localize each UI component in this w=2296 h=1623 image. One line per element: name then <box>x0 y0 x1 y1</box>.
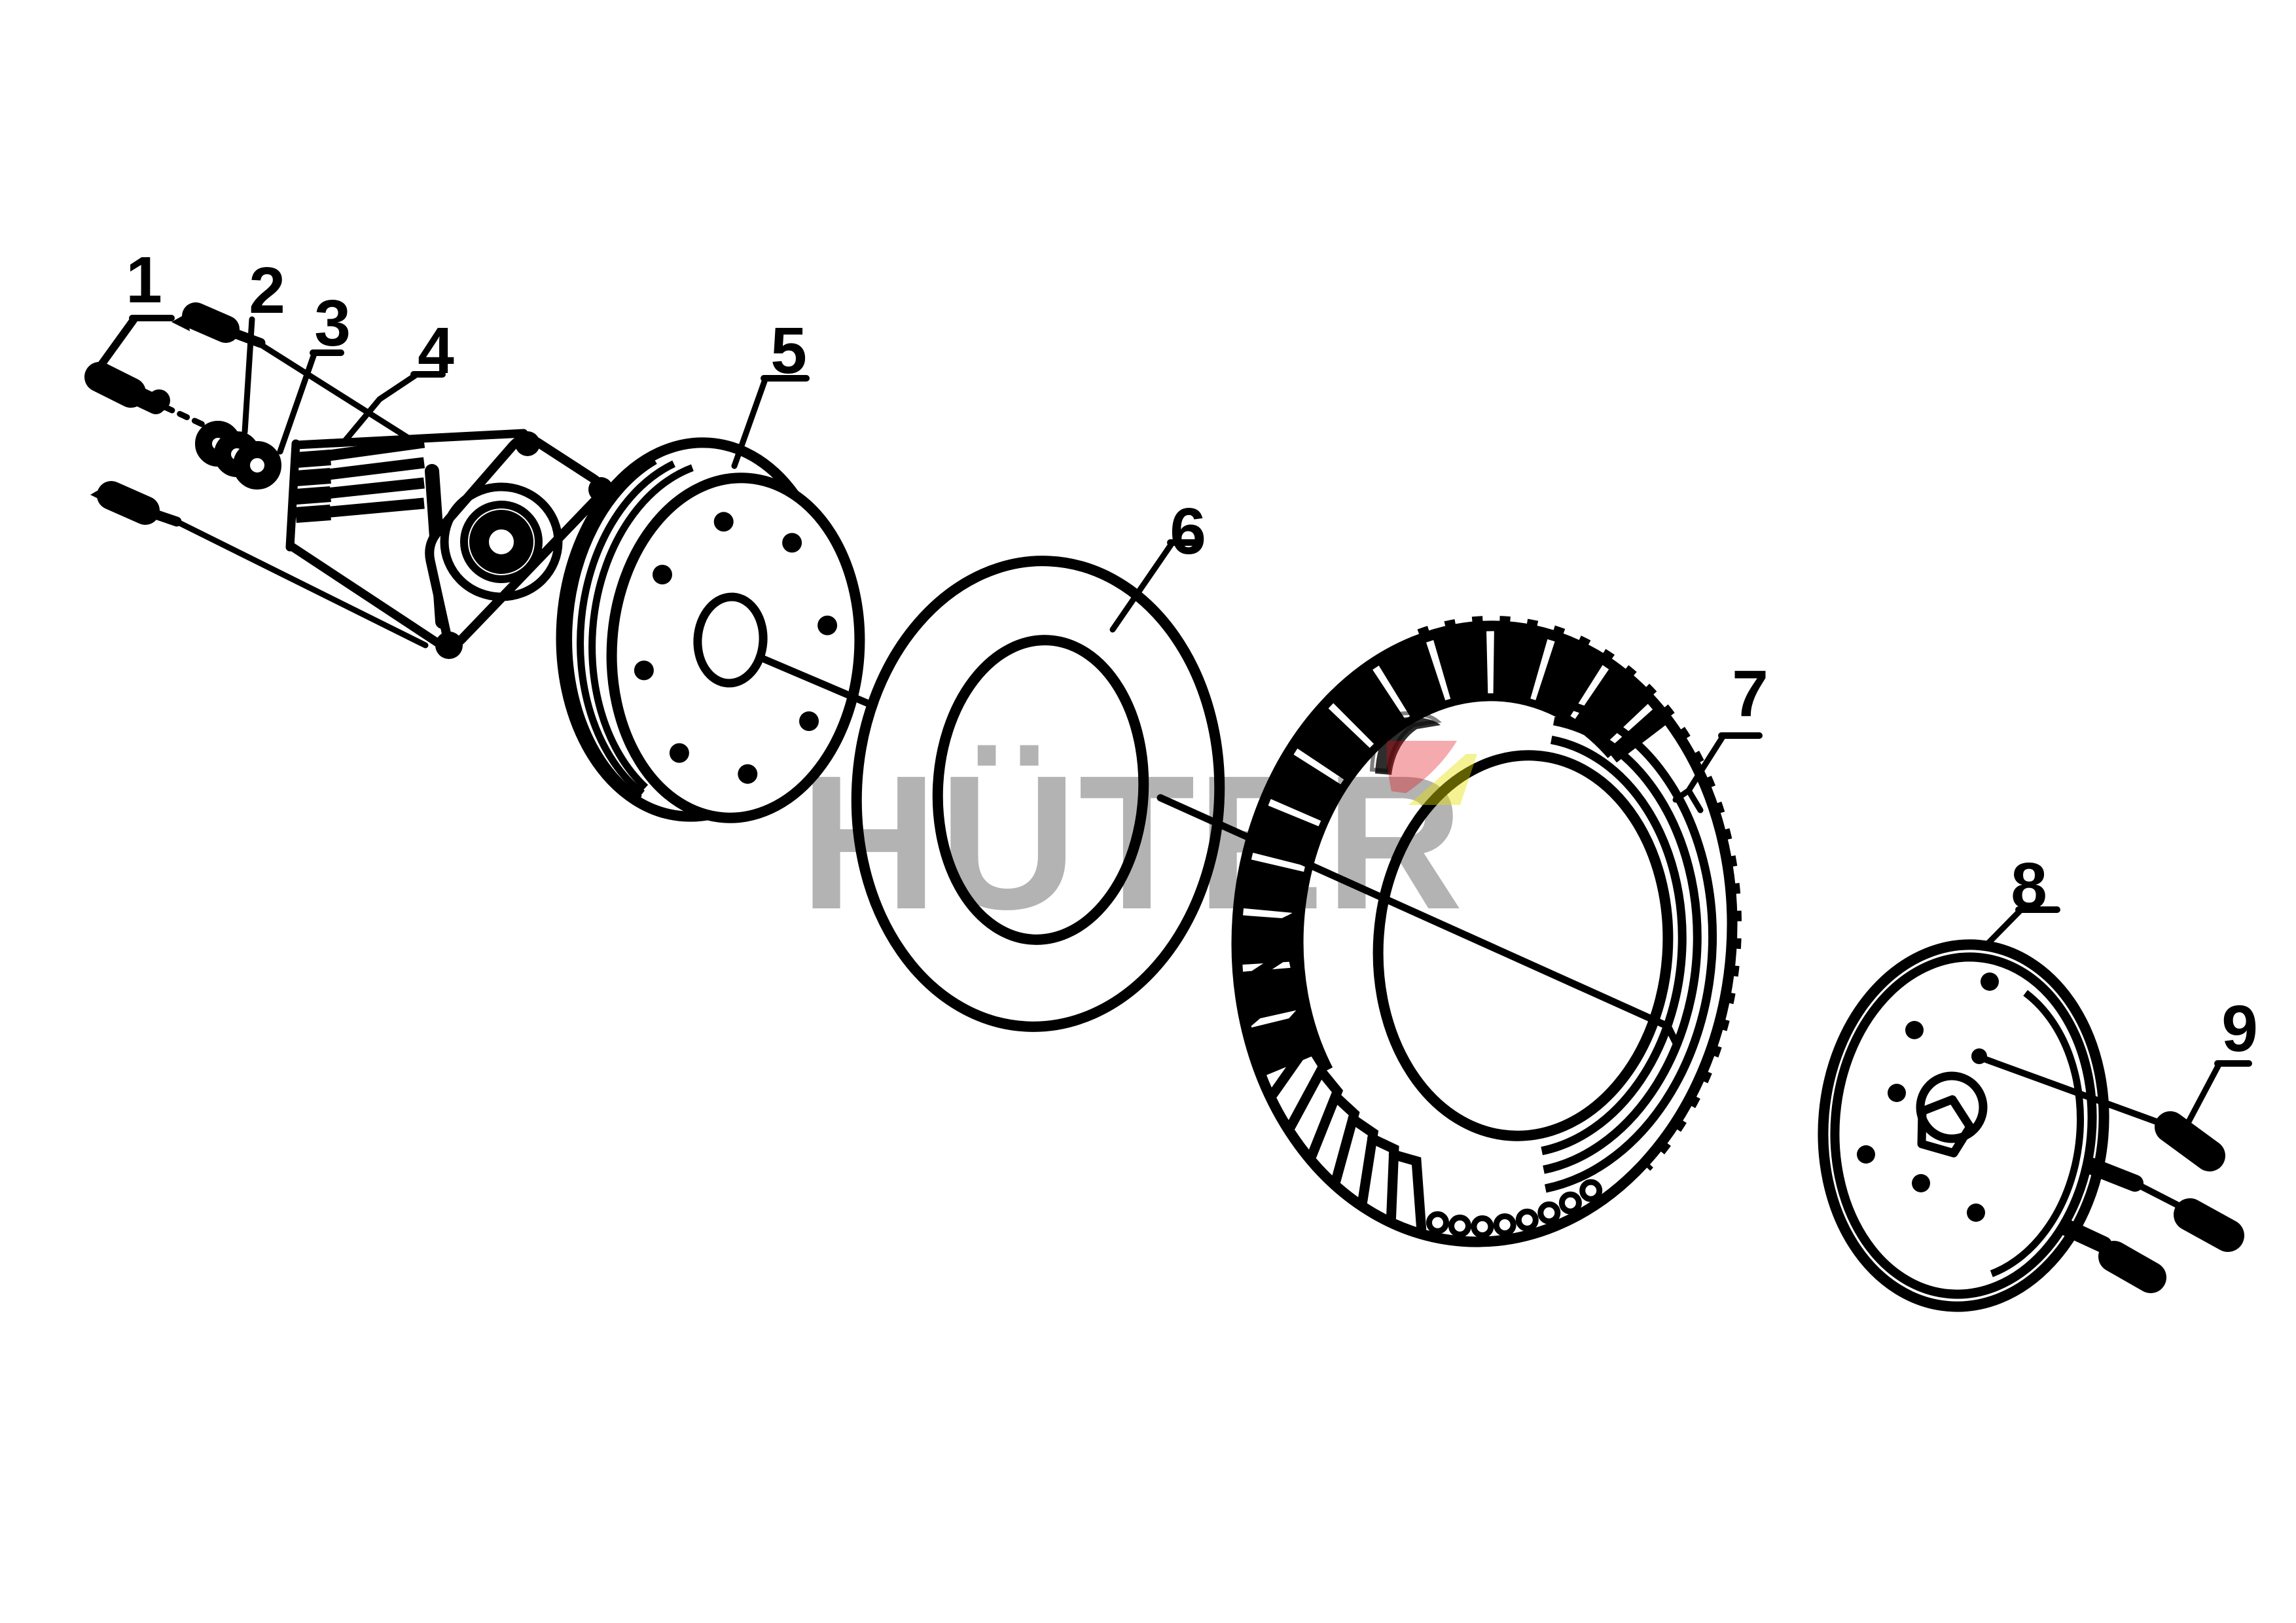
svg-text:3: 3 <box>314 287 351 360</box>
svg-text:HÜTER: HÜTER <box>800 736 1465 949</box>
svg-text:2: 2 <box>249 254 285 327</box>
svg-text:9: 9 <box>2221 992 2258 1065</box>
svg-text:1: 1 <box>126 243 162 317</box>
svg-text:7: 7 <box>1732 657 1768 730</box>
svg-text:6: 6 <box>1170 495 1206 568</box>
